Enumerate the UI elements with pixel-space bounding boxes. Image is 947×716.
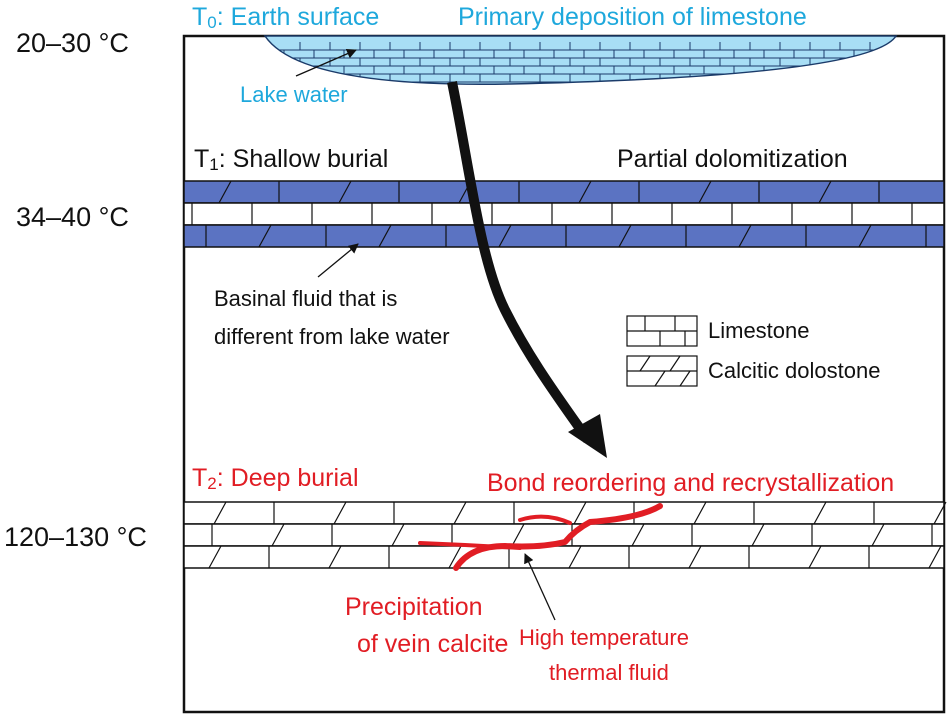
fluid-label-line2: thermal fluid [549,660,669,685]
deep-burial-layers [183,501,947,569]
legend-limestone: Limestone [708,318,810,343]
lake-water-pointer [295,48,357,77]
legend: Limestone Calcitic dolostone [626,315,880,387]
basinal-fluid-line2: different from lake water [214,324,450,349]
fluid-label-line1: High temperature [519,625,689,650]
legend-dolostone: Calcitic dolostone [708,358,880,383]
lake-water-label: Lake water [240,82,348,107]
vein-label-line2: of vein calcite [357,630,508,658]
burial-path-arrow [447,80,593,443]
vein-label-line1: Precipitation [345,593,483,621]
thermal-fluid-pointer [524,553,556,621]
t2-title: T2: Deep burial [192,464,359,493]
t0-title: T0: Earth surface [192,3,379,32]
t0-process: Primary deposition of limestone [458,3,807,31]
basinal-fluid-pointer [317,243,359,278]
t0-temperature: 20–30 °C [16,28,129,58]
burial-arrow-head [568,414,607,458]
lake-lens [263,35,898,86]
t1-title: T1: Shallow burial [194,145,388,174]
t2-process: Bond reordering and recrystallization [487,469,894,497]
t1-process: Partial dolomitization [617,145,848,173]
limestone-brick-pattern-icon [626,315,698,347]
basinal-fluid-line1: Basinal fluid that is [214,286,397,311]
t2-temperature: 120–130 °C [4,522,147,552]
shallow-burial-layers [183,180,945,248]
vein-calcite [418,503,663,571]
t1-temperature: 34–40 °C [16,202,129,232]
dolostone-slash-pattern-icon [626,355,698,387]
